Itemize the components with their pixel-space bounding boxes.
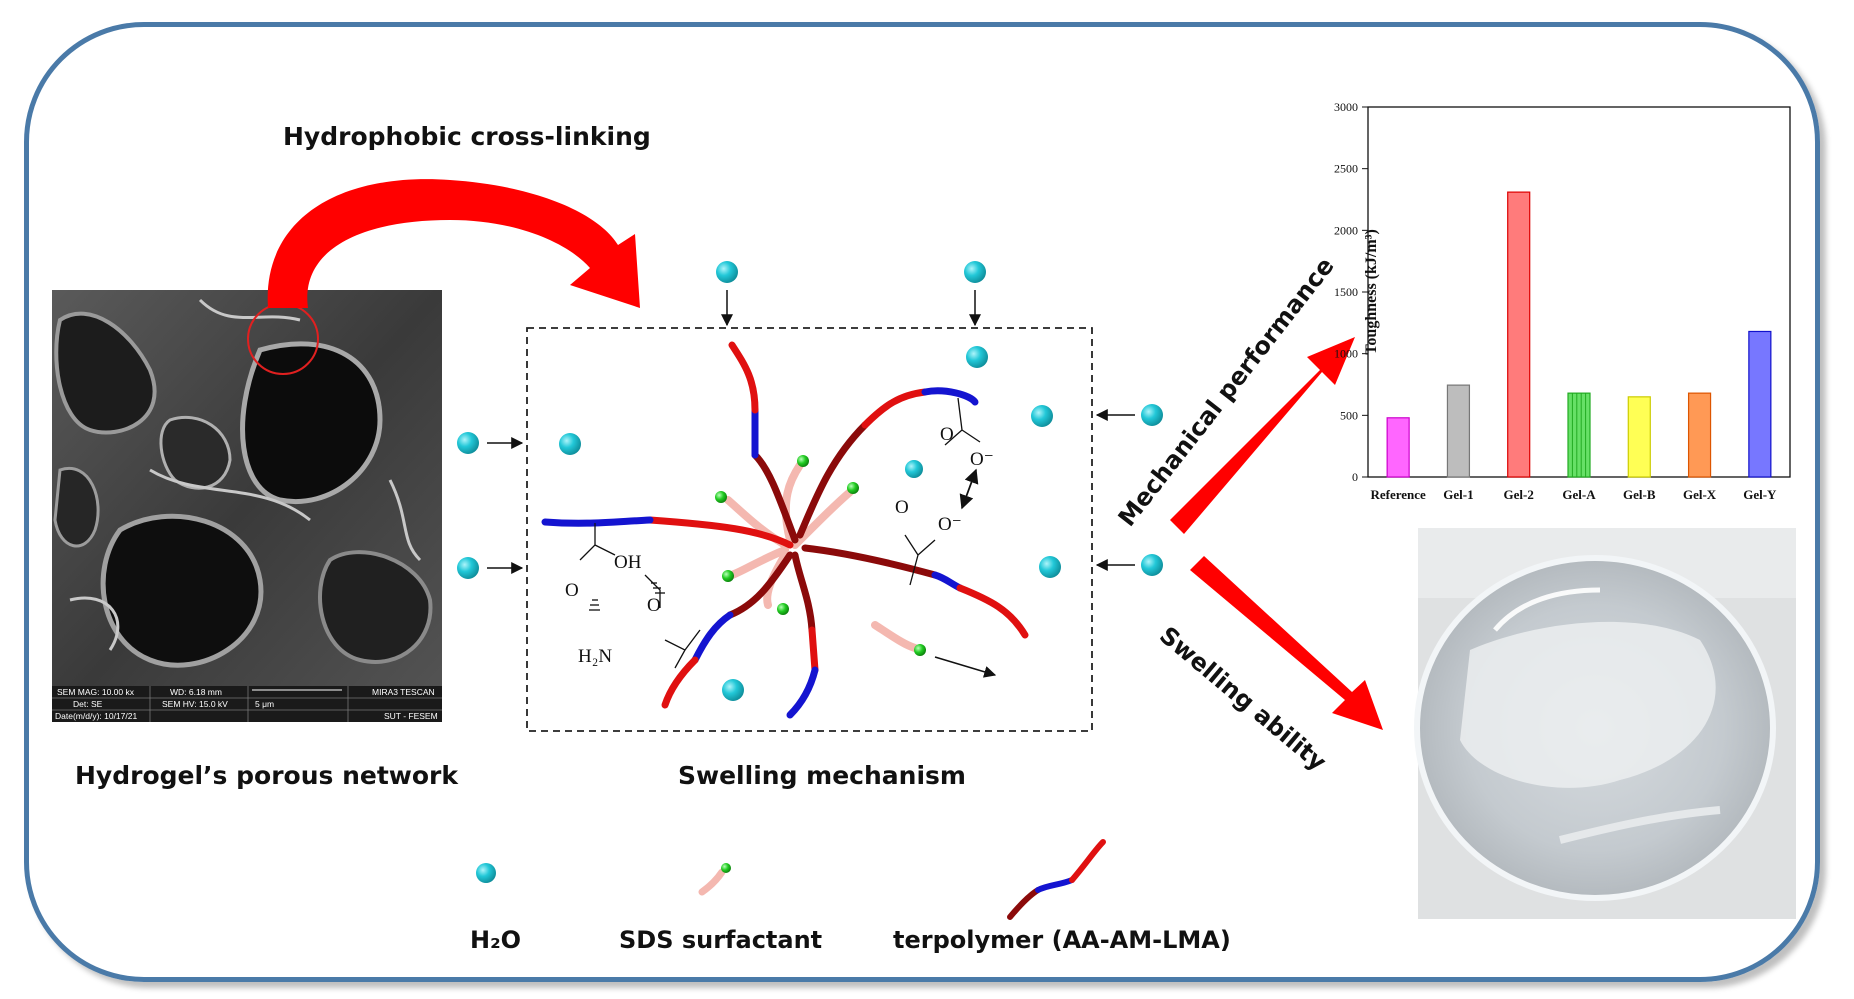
x-tick-label: Gel-X [1683, 487, 1717, 502]
y-tick-label: 2500 [1334, 162, 1358, 176]
legend-water-label: H₂O [470, 926, 521, 954]
water-molecule [905, 460, 923, 478]
sem-brand: MIRA3 TESCAN [372, 687, 435, 697]
bar-gel-x [1687, 392, 1712, 478]
water-molecule [559, 433, 581, 455]
chem-o5: O⁻ [970, 449, 994, 470]
water-molecule [1141, 404, 1163, 426]
sem-date: Date(m/d/y): 10/17/21 [55, 711, 137, 721]
mechanism-box [526, 327, 1093, 732]
water-molecule [1141, 554, 1163, 576]
chem-o3: O [895, 497, 909, 518]
water-molecule [1031, 405, 1053, 427]
bar-gel-y [1748, 330, 1772, 478]
sem-det: Det: SE [73, 699, 103, 709]
sds-micelle [724, 461, 854, 609]
chem-oh: OH [614, 552, 642, 573]
swelling-arrow [1190, 556, 1383, 730]
bar-gel-1 [1446, 384, 1471, 478]
chem-o1: O [565, 580, 579, 601]
terpolymer-chains [541, 341, 1029, 719]
x-tick-label: Reference [1370, 487, 1426, 502]
water-molecule [716, 261, 738, 283]
sem-hv: SEM HV: 15.0 kV [162, 699, 228, 709]
swelling-mechanism-title: Swelling mechanism [678, 761, 966, 790]
chemical-groups [579, 397, 981, 669]
legend-sds-icon [698, 868, 726, 896]
water-molecule [457, 432, 479, 454]
chem-o6: O⁻ [938, 514, 962, 535]
swelling-ability-label: Swelling ability [1154, 621, 1332, 777]
chem-o4: O [940, 424, 954, 445]
bar-gel-2 [1507, 191, 1531, 478]
y-tick-label: 2000 [1334, 223, 1358, 237]
sds-release [871, 621, 997, 678]
water-inflow [457, 261, 1163, 579]
mechanical-arrow [1170, 337, 1355, 534]
y-tick-label: 1500 [1334, 285, 1358, 299]
y-tick-label: 500 [1340, 408, 1358, 422]
legend-water-icon [476, 863, 496, 883]
porous-network-title: Hydrogel’s porous network [75, 761, 459, 790]
water-molecule [964, 261, 986, 283]
x-tick-label: Gel-2 [1504, 487, 1534, 502]
legend-terpolymer-icon [1007, 839, 1106, 920]
water-molecule [457, 557, 479, 579]
chem-h2n: H₂N [578, 646, 612, 667]
y-tick-label: 0 [1352, 470, 1358, 484]
legend-sds-label: SDS surfactant [619, 926, 822, 954]
outer-frame [24, 22, 1820, 982]
sem-scale: 5 μm [255, 699, 274, 709]
sem-lab: SUT - FESEM [384, 711, 438, 721]
water-molecule [1039, 556, 1061, 578]
ion-interaction [959, 468, 979, 510]
mechanical-performance-label: Mechanical performance [1113, 252, 1340, 532]
bar-reference [1386, 417, 1410, 478]
sem-wd: WD: 6.18 mm [170, 687, 222, 697]
bar-gel-b [1627, 396, 1651, 478]
x-tick-label: Gel-B [1623, 487, 1656, 502]
legend: H₂O SDS surfactant terpolymer (AA-AM-LMA… [470, 839, 1231, 954]
y-axis-label: Toughness (kJ/m³) [1363, 229, 1380, 355]
crosslink-title: Hydrophobic cross-linking [283, 122, 651, 151]
hydrogel-photo [1414, 528, 1796, 919]
sem-mag: SEM MAG: 10.00 kx [57, 687, 135, 697]
water-inside [559, 346, 1061, 701]
bar-gel-a [1567, 392, 1591, 478]
x-tick-label: Gel-Y [1743, 487, 1777, 502]
water-molecule [722, 679, 744, 701]
sds-heads [715, 455, 859, 615]
crosslink-arrow [267, 179, 640, 308]
legend-terpolymer-label: terpolymer (AA-AM-LMA) [893, 926, 1231, 954]
y-tick-label: 1000 [1334, 347, 1358, 361]
water-molecule [966, 346, 988, 368]
chem-o2: O [647, 595, 661, 616]
sem-micrograph: SEM MAG: 10.00 kx WD: 6.18 mm Det: SE SE… [52, 290, 442, 722]
x-tick-label: Gel-1 [1443, 487, 1473, 502]
x-tick-label: Gel-A [1562, 487, 1596, 502]
y-tick-label: 3000 [1334, 100, 1358, 114]
